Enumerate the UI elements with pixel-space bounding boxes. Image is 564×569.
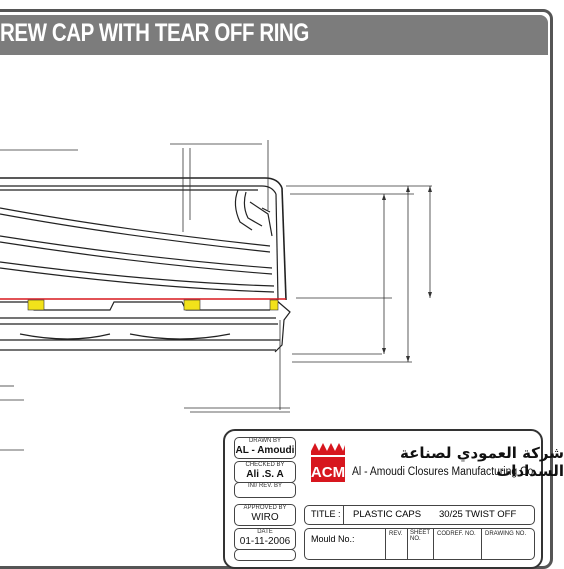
- title-label: TITLE :: [311, 509, 341, 519]
- checked-by-value: Ali .S. A: [246, 469, 284, 480]
- inv-rev-by-label: INI/ REV. BY: [247, 483, 283, 489]
- company-name-arabic: شركة العمودي لصناعة السدادات: [399, 444, 564, 480]
- drawn-by-box: DRAWN BY AL - Amoudi: [234, 437, 296, 459]
- date-box: DATE 01-11-2006: [234, 528, 296, 550]
- checked-by-label: CHECKED BY: [245, 462, 285, 468]
- cap-cross-section-drawing: [0, 140, 432, 451]
- approved-by-box: APPROVED BY WIRO: [234, 504, 296, 526]
- date-value: 01-11-2006: [239, 536, 291, 547]
- approved-by-label: APPROVED BY: [243, 505, 287, 511]
- checked-by-box: CHECKED BY Ali .S. A: [234, 461, 296, 483]
- acm-logo: ACM: [311, 443, 345, 482]
- col-rev: REV.: [389, 531, 403, 537]
- inv-rev-by-box: INI/ REV. BY: [234, 482, 296, 498]
- company-name-english: Al - Amoudi Closures Manufacturing Co.: [352, 466, 537, 478]
- date-label: DATE: [257, 529, 273, 535]
- title-bar: [0, 15, 548, 55]
- drawing-title: REW CAP WITH TEAR OFF RING: [0, 19, 309, 47]
- title-spec: 30/25 TWIST OFF: [439, 509, 517, 520]
- approved-by-value: WIRO: [251, 512, 279, 523]
- drawn-by-value: AL - Amoudi: [235, 445, 295, 456]
- scale-box: [234, 549, 296, 561]
- col-coderef: CODREF. NO.: [437, 531, 476, 537]
- logo-text: ACM: [311, 464, 345, 481]
- col-sheet: SHEET NO.: [410, 530, 430, 542]
- col-drawing: DRAWING NO.: [485, 531, 527, 537]
- drawn-by-label: DRAWN BY: [248, 438, 282, 444]
- title-value: PLASTIC CAPS: [353, 509, 422, 520]
- mould-row: Mould No.: REV. SHEET NO. CODREF. NO. DR…: [304, 528, 535, 560]
- mould-label: Mould No.:: [311, 534, 355, 544]
- title-row: TITLE : PLASTIC CAPS 30/25 TWIST OFF: [304, 505, 535, 525]
